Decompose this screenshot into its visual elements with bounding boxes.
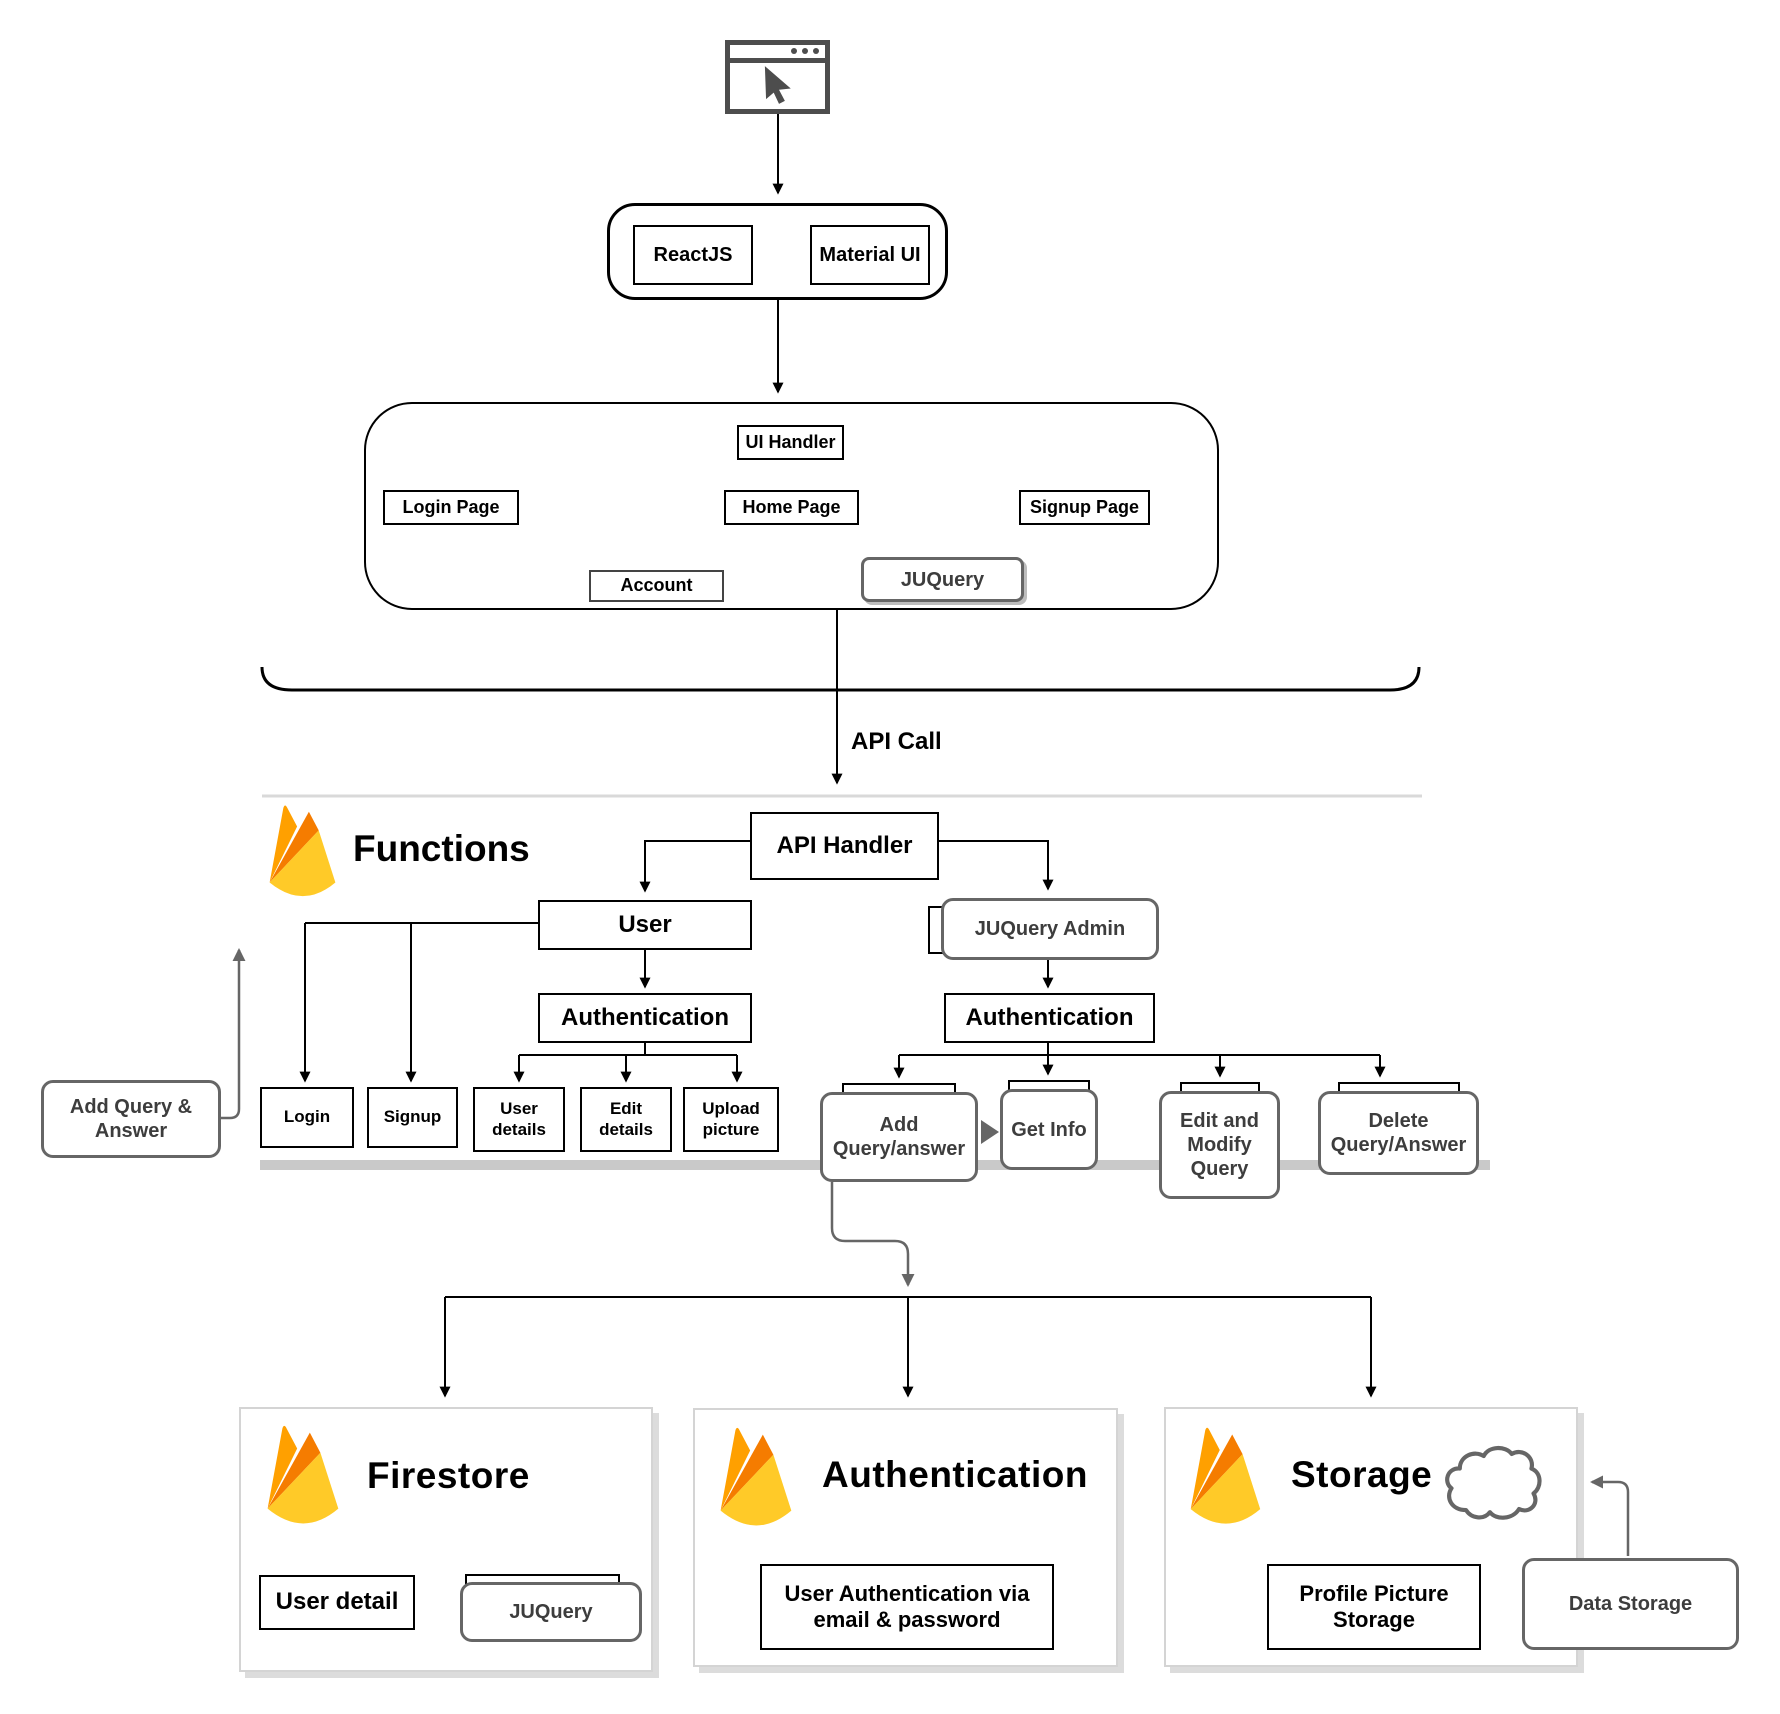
browser-window-icon	[725, 40, 830, 114]
user-detail-box: User detail	[259, 1575, 415, 1630]
firestore-title: Firestore	[367, 1455, 530, 1497]
user-auth-detail-box: User Authentication via email & password	[760, 1564, 1054, 1650]
juquery-admin-box: JUQuery Admin	[941, 898, 1159, 960]
browser-titlebar	[730, 45, 825, 63]
signup-label: Signup	[383, 1107, 442, 1127]
firestore-card: Firestore User detail JUQuery	[239, 1407, 653, 1672]
reactjs-box: ReactJS	[633, 225, 753, 285]
add-query-answer-label: Add Query/answer	[832, 1114, 966, 1160]
storage-card: Storage Profile Picture Storage	[1164, 1407, 1578, 1667]
data-storage-box: Data Storage	[1522, 1558, 1739, 1650]
authentication-title: Authentication	[822, 1454, 1088, 1496]
delete-query-answer-label: Delete Query/Answer	[1330, 1110, 1467, 1156]
juquery-box: JUQuery	[861, 557, 1024, 602]
firebase-flame-icon	[720, 1427, 792, 1526]
user-auth-detail-label: User Authentication via email & password	[784, 1580, 1030, 1632]
get-info-box: Get Info	[1000, 1089, 1098, 1170]
material-ui-box: Material UI	[810, 225, 930, 285]
firestore-juquery-box: JUQuery	[460, 1582, 642, 1642]
firebase-flame-icon	[269, 805, 336, 897]
data-storage-label: Data Storage	[1568, 1593, 1693, 1615]
signup-page-label: Signup Page	[1029, 496, 1139, 517]
add-query-answer-note-label: Add Query & Answer	[69, 1096, 193, 1142]
login-page-label: Login Page	[402, 496, 500, 517]
user-box: User	[538, 900, 752, 950]
login-page-box: Login Page	[383, 490, 519, 525]
browser-dots	[791, 48, 819, 54]
add-query-answer-note-box: Add Query & Answer	[41, 1080, 221, 1158]
add-query-answer-box: Add Query/answer	[820, 1092, 978, 1182]
user-details-label: User details	[492, 1099, 546, 1139]
juquery-admin-label: JUQuery Admin	[974, 918, 1126, 940]
cloud-icon	[1445, 1445, 1542, 1520]
firebase-flame-icon	[267, 1425, 339, 1524]
account-box: Account	[589, 570, 724, 602]
upload-picture-box: Upload picture	[683, 1087, 779, 1152]
edit-details-label: Edit details	[599, 1099, 653, 1139]
ui-handler-box: UI Handler	[737, 425, 844, 460]
edit-modify-query-box: Edit and Modify Query	[1159, 1091, 1280, 1199]
upload-picture-label: Upload picture	[702, 1099, 760, 1139]
firestore-title-text: Firestore	[367, 1455, 530, 1496]
material-ui-label: Material UI	[819, 244, 921, 266]
edit-details-box: Edit details	[580, 1087, 672, 1152]
firebase-flame-icon	[1190, 1427, 1261, 1524]
user-authentication-label: Authentication	[561, 1003, 729, 1031]
edit-modify-query-label: Edit and Modify Query	[1180, 1110, 1259, 1180]
user-label: User	[618, 910, 672, 938]
home-page-box: Home Page	[724, 490, 859, 525]
admin-authentication-label: Authentication	[965, 1003, 1134, 1031]
firestore-juquery-label: JUQuery	[509, 1601, 593, 1623]
admin-authentication-box: Authentication	[944, 993, 1155, 1043]
mouse-cursor-icon	[764, 66, 791, 104]
user-authentication-box: Authentication	[538, 993, 752, 1043]
api-handler-label: API Handler	[776, 831, 913, 859]
profile-picture-storage-label: Profile Picture Storage	[1299, 1580, 1449, 1632]
frontend-stack-container: ReactJS Material UI	[607, 203, 948, 300]
api-call-label: API Call	[851, 728, 942, 756]
juquery-label: JUQuery	[900, 568, 985, 591]
api-call-text: API Call	[851, 728, 942, 755]
user-details-box: User details	[473, 1087, 565, 1152]
storage-title: Storage	[1291, 1454, 1432, 1496]
signup-box: Signup	[367, 1087, 458, 1148]
authentication-card: Authentication User Authentication via e…	[693, 1408, 1118, 1667]
functions-section-title: Functions	[353, 828, 530, 870]
signup-page-box: Signup Page	[1019, 490, 1150, 525]
home-page-label: Home Page	[742, 496, 841, 517]
get-info-label: Get Info	[1011, 1118, 1087, 1141]
profile-picture-storage-box: Profile Picture Storage	[1267, 1564, 1481, 1650]
user-detail-label: User detail	[275, 1588, 399, 1616]
ui-handler-label: UI Handler	[745, 431, 836, 452]
functions-title-text: Functions	[353, 828, 530, 869]
ui-section-container: UI Handler Login Page Home Page Signup P…	[364, 402, 1219, 610]
storage-title-text: Storage	[1291, 1454, 1433, 1495]
delete-query-answer-box: Delete Query/Answer	[1318, 1091, 1479, 1175]
login-label: Login	[283, 1107, 331, 1127]
login-box: Login	[260, 1087, 354, 1148]
authentication-title-text: Authentication	[822, 1454, 1088, 1495]
account-label: Account	[620, 575, 693, 596]
api-handler-box: API Handler	[750, 812, 939, 880]
reactjs-label: ReactJS	[653, 244, 733, 266]
